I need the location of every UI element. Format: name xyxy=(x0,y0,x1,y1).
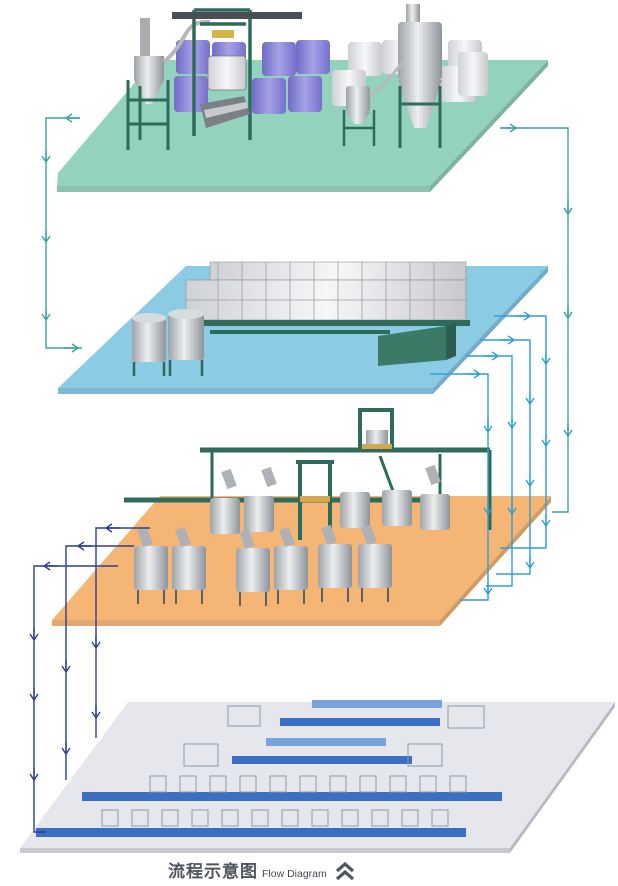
arrow-down-icon xyxy=(91,636,101,650)
arrow-down-icon xyxy=(29,628,39,642)
level-storage-line xyxy=(58,261,548,394)
arrow-down-icon xyxy=(61,660,71,674)
arrow-down-icon xyxy=(541,514,551,528)
arrow-down-icon xyxy=(41,308,51,322)
arrow-down-icon xyxy=(483,420,493,434)
bag-unloading-station xyxy=(172,8,302,140)
arrow-down-icon xyxy=(563,424,573,438)
arrow-right-icon xyxy=(502,123,518,133)
feed-hopper-left xyxy=(126,18,211,150)
floor-filling xyxy=(20,702,615,848)
arrow-down-icon xyxy=(91,706,101,720)
level-filling-lines xyxy=(20,700,615,853)
arrow-down-icon xyxy=(41,230,51,244)
control-cabinet xyxy=(378,322,456,366)
filling-line-2 xyxy=(183,738,443,767)
arrow-down-icon xyxy=(525,392,535,406)
tote-rack-rows xyxy=(185,261,470,334)
arrow-left-icon xyxy=(64,113,80,123)
arrow-down-icon xyxy=(41,150,51,164)
arrow-markers xyxy=(29,113,573,782)
caption-title-en: Flow Diagram xyxy=(262,868,327,880)
arrow-down-icon xyxy=(507,416,517,430)
storage-tank-pair xyxy=(132,309,204,376)
double-chevron-up-icon xyxy=(335,861,354,881)
arrow-down-icon xyxy=(525,474,535,488)
arrow-right-icon xyxy=(516,311,532,321)
flow-diagram-caption: 流程示意图 Flow Diagram xyxy=(168,856,355,882)
arrow-right-icon xyxy=(500,335,516,345)
arrow-down-icon xyxy=(61,742,71,756)
flow-pipe-right-teal xyxy=(500,127,569,513)
arrow-down-icon xyxy=(563,306,573,320)
arrow-right-icon xyxy=(484,351,500,361)
arrow-down-icon xyxy=(29,688,39,702)
arrow-down-icon xyxy=(541,434,551,448)
arrow-down-icon xyxy=(483,582,493,596)
caption-title-cn: 流程示意图 xyxy=(168,862,258,882)
level-raw-material xyxy=(57,4,548,192)
small-mixer-tank xyxy=(342,59,406,146)
arrow-right-icon xyxy=(466,369,482,379)
filling-line-4 xyxy=(36,809,466,837)
arrow-right-icon xyxy=(64,343,80,353)
filling-line-3 xyxy=(82,775,502,801)
arrow-down-icon xyxy=(483,502,493,516)
arrow-left-icon xyxy=(104,523,120,533)
arrow-down-icon xyxy=(507,502,517,516)
arrow-left-icon xyxy=(76,541,92,551)
arrow-down-icon xyxy=(525,556,535,570)
arrow-down-icon xyxy=(29,768,39,782)
arrow-left-icon xyxy=(42,561,58,571)
mixing-tank-array xyxy=(134,464,450,606)
filling-line-1 xyxy=(227,700,485,729)
level-mixing-floor xyxy=(52,408,551,626)
arrow-down-icon xyxy=(541,352,551,366)
cone-silo-right xyxy=(398,4,442,148)
arrow-down-icon xyxy=(563,202,573,216)
